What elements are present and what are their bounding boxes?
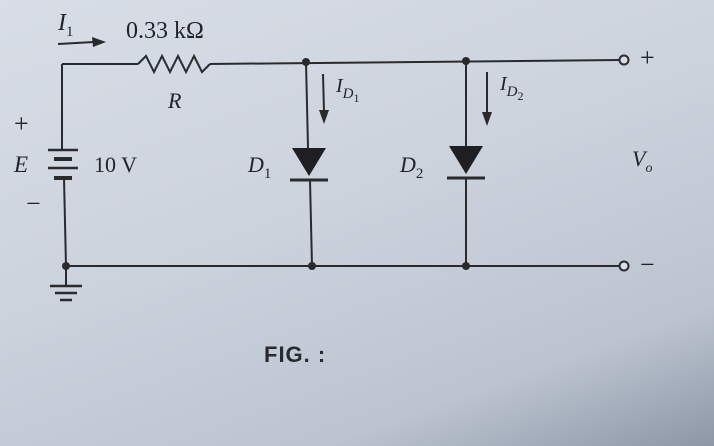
- resistor-r: [137, 53, 211, 75]
- output-terminal-top: [618, 54, 630, 66]
- diode-d2-icon: [449, 146, 483, 174]
- output-terminal-bottom: [618, 260, 630, 272]
- label-d2: D2: [399, 152, 423, 182]
- arrow-right-icon: [92, 37, 106, 47]
- wire-d1-lower: [309, 179, 313, 267]
- label-i1: I1: [57, 10, 74, 40]
- current-arrow-id1-shaft: [322, 73, 325, 113]
- label-id2: ID2: [499, 73, 524, 103]
- node-bottom-left: [62, 262, 70, 270]
- diode-d1-icon: [292, 148, 326, 176]
- current-arrow-i1-shaft: [57, 41, 95, 45]
- label-output-name: Vo: [632, 146, 652, 176]
- label-d1: D1: [247, 152, 271, 182]
- wire-top: [209, 59, 621, 65]
- wire-left-lower: [63, 177, 67, 267]
- label-resistor-value: 0.33 kΩ: [126, 18, 204, 44]
- arrow-down-icon: [482, 112, 492, 126]
- label-source-minus: −: [26, 189, 41, 218]
- label-source-name: E: [13, 152, 28, 177]
- figure-caption: FIG. :: [264, 342, 327, 367]
- label-id1: ID1: [335, 75, 360, 105]
- label-source-plus: +: [14, 109, 29, 138]
- label-output-minus: −: [640, 250, 655, 279]
- wire-d1-upper: [305, 61, 309, 149]
- label-source-value: 10 V: [94, 152, 137, 177]
- label-output-plus: +: [640, 43, 655, 72]
- arrow-down-icon: [319, 110, 329, 124]
- label-resistor-name: R: [167, 88, 182, 113]
